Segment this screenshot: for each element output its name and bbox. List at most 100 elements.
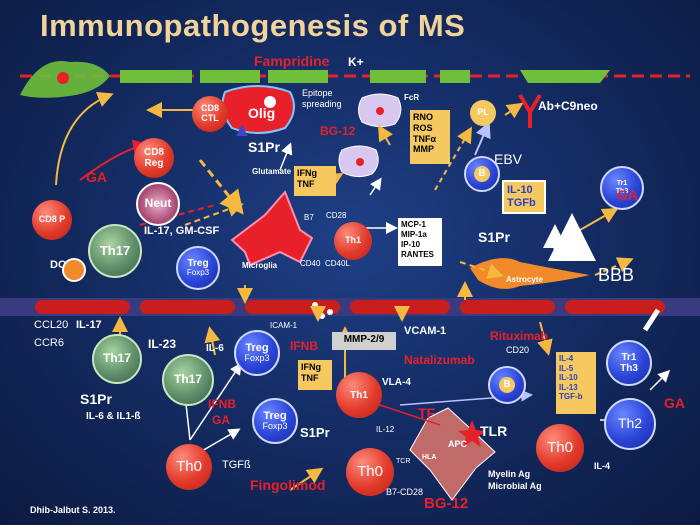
bg12-top-label: BG-12 bbox=[320, 124, 356, 138]
citation: Dhib-Jalbut S. 2013. bbox=[30, 505, 116, 515]
il6-label: IL-6 bbox=[206, 343, 224, 354]
neutrophil-cell: Neut bbox=[136, 182, 180, 226]
vcam-triangle bbox=[394, 306, 410, 322]
treg-upper-label: Treg bbox=[187, 258, 209, 270]
antibody-shape bbox=[518, 93, 542, 128]
ccr6-label: CCR6 bbox=[34, 337, 64, 349]
ifnb-ga-label-2: GA bbox=[212, 413, 230, 427]
il10: IL-10 bbox=[507, 184, 533, 196]
dc-cell bbox=[62, 258, 86, 282]
th1-cell-bottom: Th1 bbox=[336, 372, 382, 418]
olig-label: Olig bbox=[248, 105, 276, 121]
th1-bottom-label: Th1 bbox=[350, 389, 368, 401]
tf-label: TF bbox=[418, 405, 436, 421]
chemokine-box: MCP-1 MIP-1a IP-10 RANTES bbox=[398, 218, 442, 266]
vla4-label: VLA-4 bbox=[382, 377, 411, 388]
natalizumab-label: Natalizumab bbox=[404, 353, 475, 367]
th17-cell-middle: Th17 bbox=[92, 334, 142, 384]
apc-label: APC bbox=[448, 439, 468, 449]
chemokine-item: MIP-1a bbox=[401, 230, 427, 239]
th0-right-label: Th0 bbox=[547, 438, 573, 456]
th2-cytokine: IL-5 bbox=[559, 363, 574, 373]
vcam1-label: VCAM-1 bbox=[404, 325, 447, 337]
ros-box: RNO ROS TNFα MMP bbox=[410, 110, 450, 164]
cd8-ctl-cell: CD8 CTL bbox=[192, 96, 228, 132]
tlr-star bbox=[458, 420, 486, 447]
th2-cell: Th2 bbox=[604, 398, 656, 450]
treg-middle-sub: Foxp3 bbox=[244, 353, 270, 364]
b-cell-ebv: B bbox=[464, 156, 500, 192]
tr1-top-label: Tr1 bbox=[616, 180, 628, 188]
ga-left-label: GA bbox=[86, 169, 107, 185]
th2-cytokine: IL-4 bbox=[559, 354, 574, 363]
th2-cytokine: IL-13 bbox=[559, 382, 578, 392]
ifnb-label: IFNB bbox=[290, 339, 318, 353]
chemokine-item: IP-10 bbox=[401, 240, 421, 249]
axon bbox=[20, 60, 690, 98]
cd40l-label: CD40L bbox=[325, 259, 350, 268]
il4-label: IL-4 bbox=[594, 461, 611, 471]
ifnb-ga-label-1: IFNB bbox=[208, 397, 236, 411]
treg-lower-sub: Foxp3 bbox=[262, 421, 288, 432]
treg-upper-sub: Foxp3 bbox=[186, 268, 210, 278]
b-bottom-label: B bbox=[499, 377, 515, 393]
microbial-ag-label: Microbial Ag bbox=[488, 481, 542, 491]
tgfb-label: TGFß bbox=[222, 459, 251, 471]
pl-cell: PL bbox=[470, 100, 496, 126]
tnf-bottom: TNF bbox=[301, 372, 319, 383]
chemokine-item: RANTES bbox=[401, 250, 434, 259]
chemokine-item: MCP-1 bbox=[401, 220, 426, 229]
ifng-top: IFNg bbox=[297, 168, 317, 178]
fcr-label: FcR bbox=[404, 93, 420, 102]
th17-upper-label: Th17 bbox=[99, 242, 131, 258]
th0-cell-middle: Th0 bbox=[346, 448, 394, 496]
tgfb: TGFb bbox=[507, 197, 536, 210]
apc-shape bbox=[409, 407, 496, 501]
il17-label: IL-17 bbox=[76, 319, 102, 331]
b7-label: B7 bbox=[304, 213, 314, 222]
tnf-top: TNF bbox=[297, 178, 315, 189]
cd28-label: CD28 bbox=[326, 211, 347, 220]
ros-item: ROS bbox=[413, 122, 433, 133]
cd8p-cell: CD8 P bbox=[32, 200, 72, 240]
ga-right-label: GA bbox=[617, 187, 638, 203]
page-title: Immunopathogenesis of MS bbox=[40, 8, 466, 43]
th0-left-label: Th0 bbox=[176, 457, 202, 475]
il6-il1b-label: IL-6 & IL1-ß bbox=[86, 411, 141, 422]
s1pr-olig-label: S1Pr bbox=[248, 139, 280, 155]
blood-brain-barrier bbox=[0, 298, 700, 316]
b-ebv-label: B bbox=[474, 166, 490, 182]
hla-label: HLA bbox=[422, 454, 437, 461]
ifng-tnf-bottom-box: IFNg TNF bbox=[298, 360, 332, 390]
astrocyte-label: Astrocyte bbox=[506, 275, 543, 284]
ab-c9neo-label: Ab+C9neo bbox=[538, 99, 598, 113]
cd8p-label: CD8 P bbox=[38, 214, 66, 225]
mmp29-box: MMP-2/9 bbox=[332, 332, 396, 350]
pl-label: PL bbox=[477, 107, 489, 118]
fingolimod-label: Fingolimod bbox=[250, 477, 326, 493]
mmp29-label: MMP-2/9 bbox=[343, 334, 385, 345]
th2-cytokine: IL-10 bbox=[559, 373, 578, 383]
ga-far-right-label: GA bbox=[664, 395, 685, 411]
treg-middle-label: Treg bbox=[245, 342, 269, 354]
th17-cell-upper: Th17 bbox=[88, 224, 142, 278]
ccl20-label: CCL20 bbox=[34, 319, 69, 331]
cd20-label: CD20 bbox=[506, 345, 530, 355]
myelin-ag-label: Myelin Ag bbox=[488, 469, 531, 479]
ifng-tnf-top-box: IFNg TNF bbox=[294, 166, 336, 196]
cd8-reg-cell: CD8 Reg bbox=[134, 138, 174, 178]
th2-cytokine-box: IL-4 IL-5 IL-10 IL-13 TGF-b bbox=[556, 352, 596, 414]
th17-middle-label: Th17 bbox=[102, 351, 131, 366]
s1pr-left-label: S1Pr bbox=[80, 391, 112, 407]
s1pr-mid-label: S1Pr bbox=[300, 425, 330, 440]
ros-item: TNFα bbox=[413, 133, 437, 144]
th0-cell-left: Th0 bbox=[166, 444, 212, 490]
microglia-shape bbox=[230, 190, 314, 267]
bbb-label: BBB bbox=[598, 265, 635, 285]
